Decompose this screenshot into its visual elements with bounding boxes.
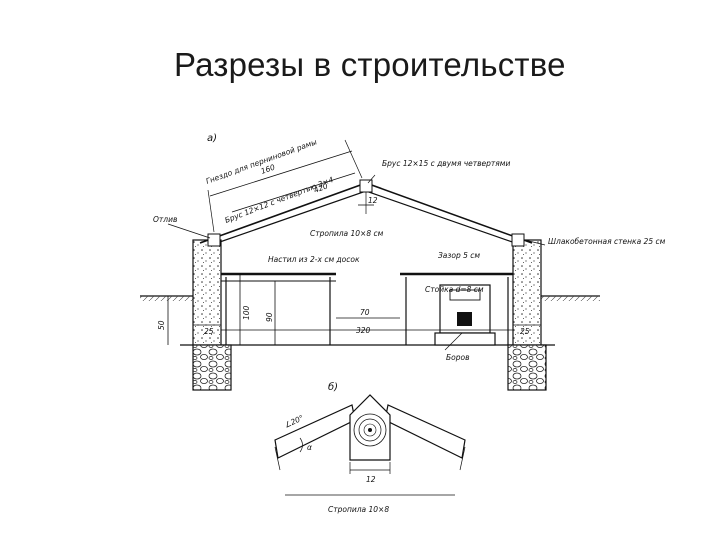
section-a-marker: а) [207,133,217,144]
label-dim-25-left: 25 [204,327,214,336]
label-dim-50: 50 [157,320,166,330]
dimension-lines [167,139,546,351]
ridge-detail [274,394,466,496]
left-wall [192,239,232,391]
label-deck: Настил из 2-х см досок [268,255,360,264]
label-rafter-nest: Гнездо для перниновой рамы [205,137,319,186]
label-otliv: Отлив [153,215,177,224]
label-boiler: Боров [446,353,470,362]
label-dim-100: 100 [242,305,251,320]
label-b-rafters: Стропила 10×8 [328,505,389,514]
slide-title: Разрезы в строительстве [174,46,566,83]
left-platform [221,272,336,345]
label-gap: Зазор 5 см [438,251,480,260]
label-alpha: α [307,443,312,452]
label-rafters: Стропила 10×8 см [310,229,384,238]
section-a: а) [140,133,666,391]
label-dim-90: 90 [265,312,274,322]
label-post: Стойка d=8 см [425,285,484,294]
stove [434,284,496,346]
label-wall: Шлакобетонная стенка 25 см [548,237,666,246]
label-dim-70: 70 [360,308,370,317]
label-dim-25-right: 25 [520,327,530,336]
label-dim-320: 320 [356,326,371,335]
label-b-dim-12: 12 [366,475,376,484]
right-wall [507,239,547,391]
label-beam-ridge: Брус 12×15 с двумя четвертями [382,159,510,168]
roof [199,179,533,247]
section-b: б) ∠20° α 12 Стропила 10×8 [274,381,466,514]
right-platform [400,272,513,345]
label-dim-12: 12 [368,196,378,205]
section-b-marker: б) [328,381,338,393]
